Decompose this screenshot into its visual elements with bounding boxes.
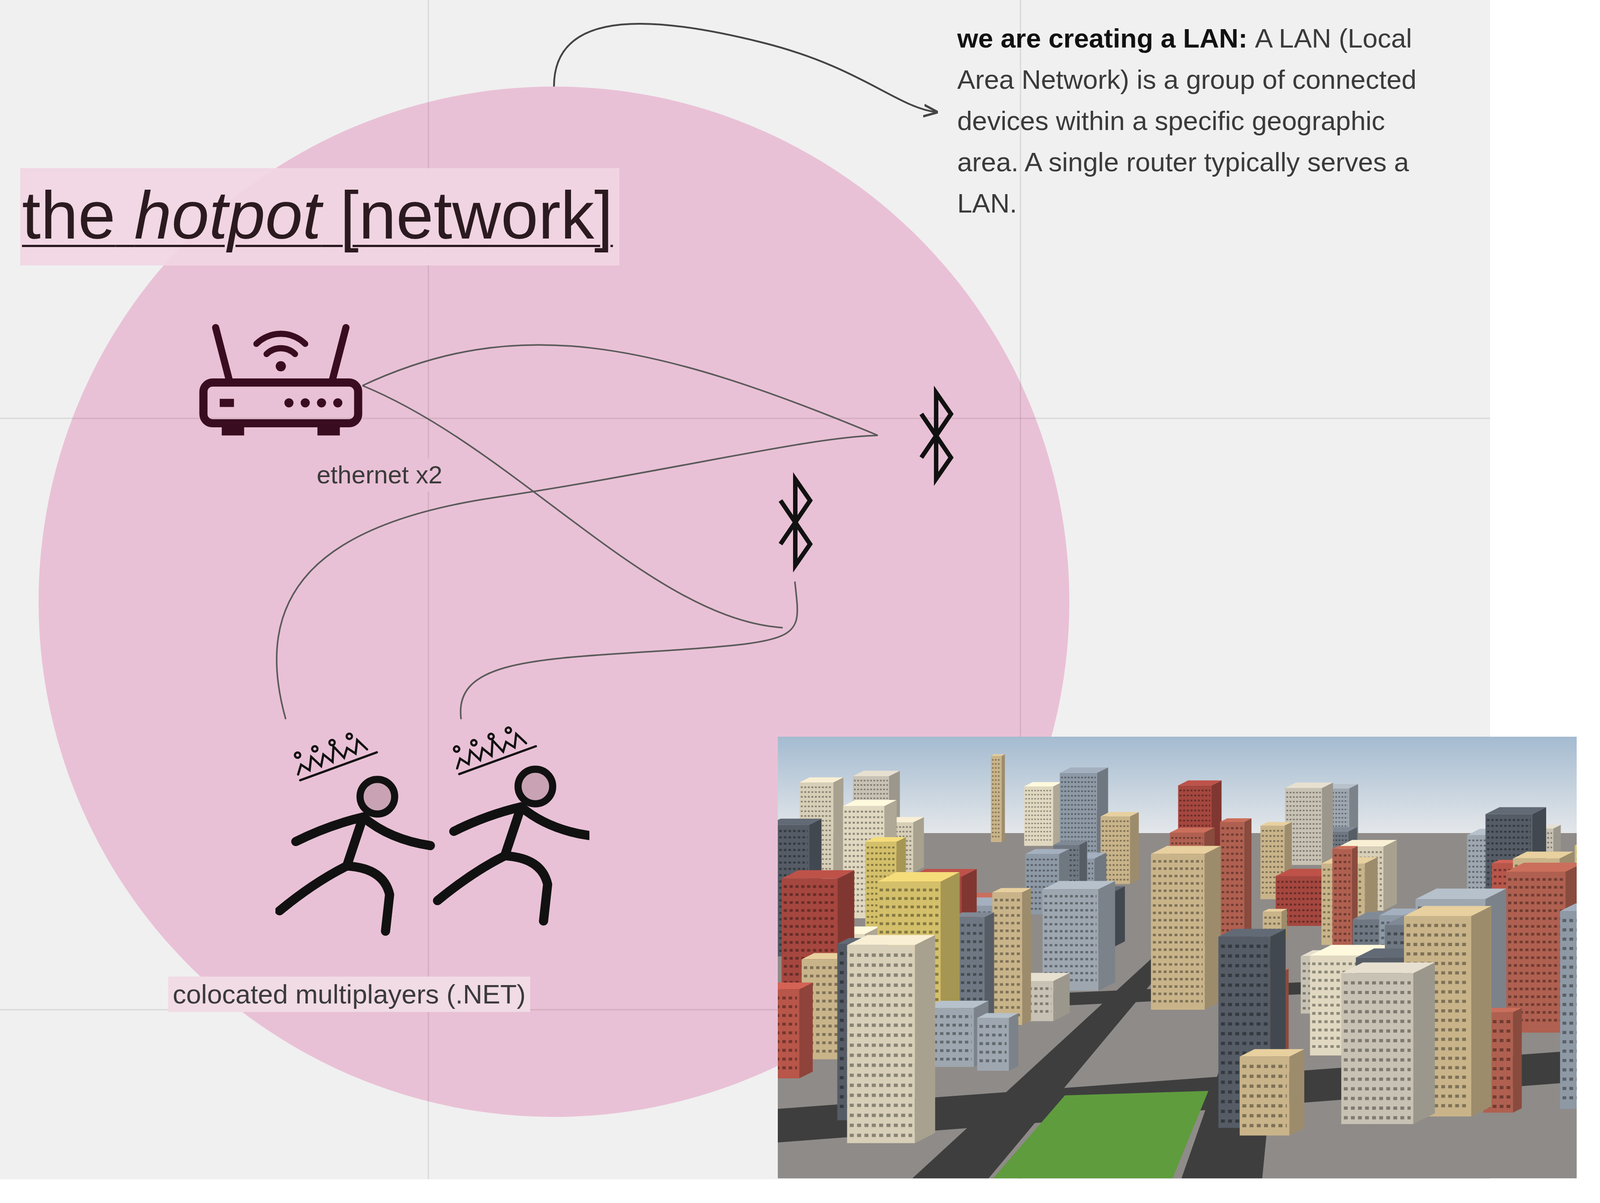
bluetooth-symbol xyxy=(780,479,811,566)
router-node: ethernet x2 xyxy=(199,321,451,498)
grid-lines xyxy=(0,0,1491,1180)
players-node: colocated multiplayers (.NET) xyxy=(165,704,579,1019)
note-heading: we are creating a LAN: xyxy=(957,23,1248,54)
bluetooth-symbol xyxy=(921,392,951,480)
diagram-title: the hotpot [network] xyxy=(20,168,620,266)
city-screenshot xyxy=(777,736,1577,1179)
building xyxy=(990,754,1005,843)
building xyxy=(1341,962,1435,1125)
canvas-ground xyxy=(0,0,1491,1180)
router-icon xyxy=(199,321,363,439)
building xyxy=(1150,846,1221,1011)
wireless-links xyxy=(276,344,878,720)
building xyxy=(1285,782,1334,866)
building xyxy=(1024,782,1062,846)
park xyxy=(993,1091,1209,1179)
building xyxy=(1239,1049,1305,1137)
building xyxy=(1560,903,1577,1110)
building xyxy=(977,1013,1019,1072)
note-block: we are creating a LAN:A LAN (Local Area … xyxy=(957,17,1447,225)
building xyxy=(846,935,935,1144)
leader-arrow xyxy=(553,23,937,113)
router-label: ethernet x2 xyxy=(312,458,447,492)
building xyxy=(777,982,813,1079)
building xyxy=(992,888,1031,1026)
players-label: colocated multiplayers (.NET) xyxy=(168,976,531,1013)
players-figure xyxy=(275,713,590,942)
